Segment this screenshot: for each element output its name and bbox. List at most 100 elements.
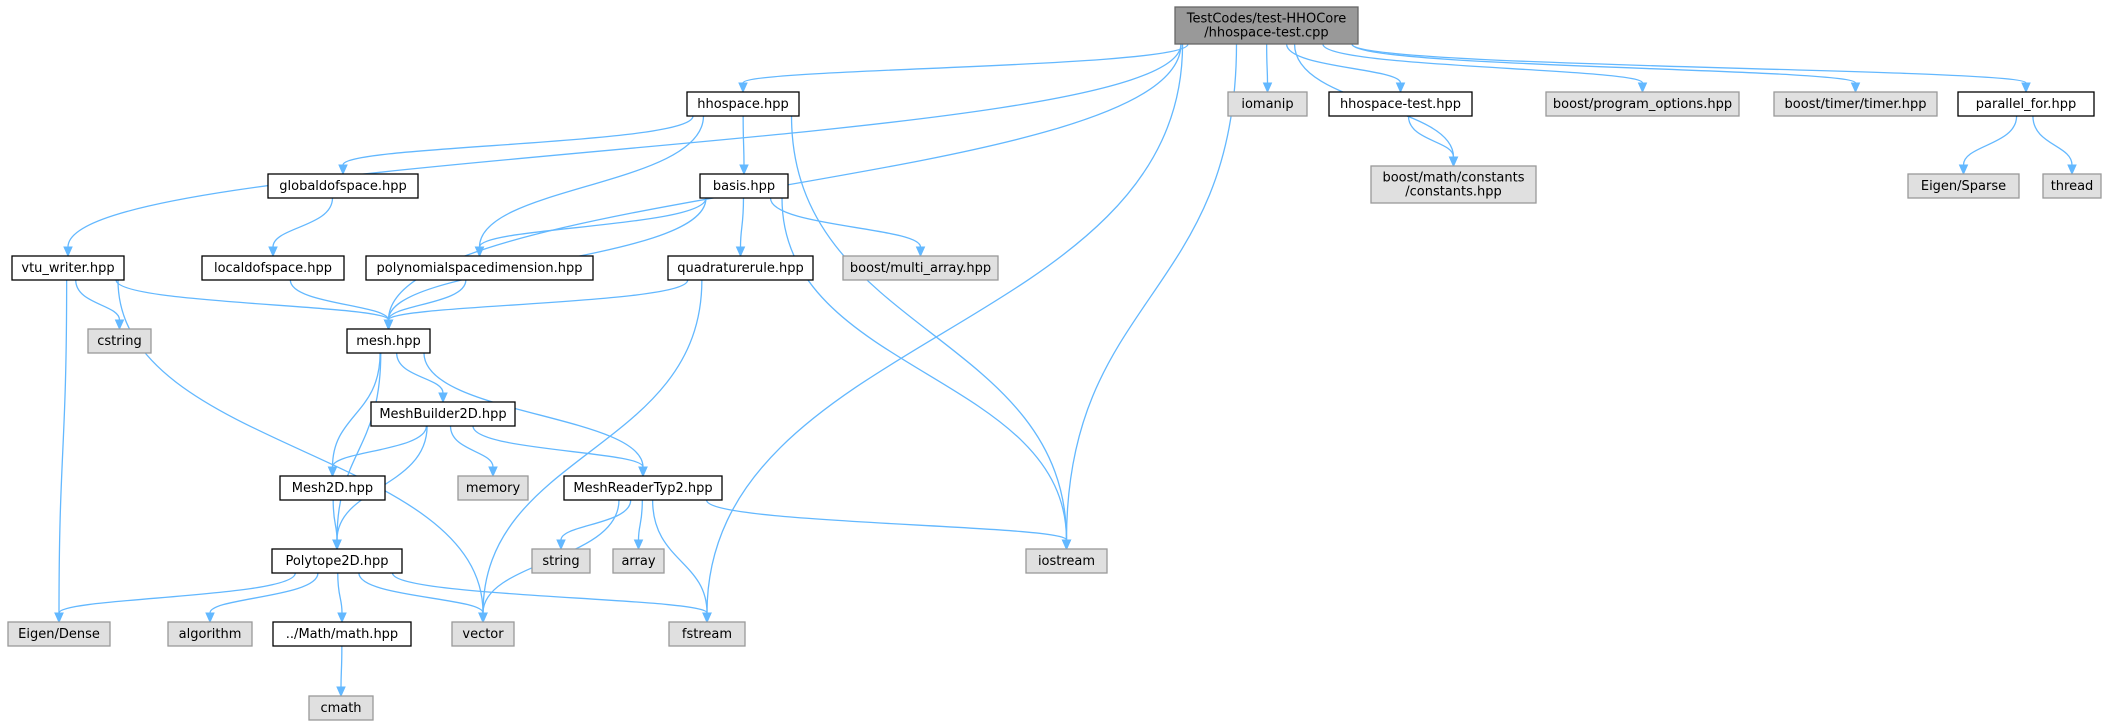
node-cmath: cmath (308, 695, 374, 721)
node-label: cmath (320, 701, 361, 716)
node-label: quadraturerule.hpp (677, 261, 803, 276)
edge-line (289, 279, 390, 321)
node-label: cstring (97, 334, 141, 349)
node-box (531, 548, 591, 574)
node-mathhpp[interactable]: ../Math/math.hpp (272, 621, 412, 647)
arrowhead (2067, 164, 2077, 176)
node-box (1174, 6, 1359, 45)
node-label: vtu_writer.hpp (21, 261, 114, 276)
node-label: parallel_for.hpp (1976, 97, 2076, 112)
edge-line (331, 352, 381, 468)
edge-line (423, 352, 644, 468)
edge-hhospace_test-to-boost_constants (1407, 115, 1459, 168)
node-label: boost/multi_array.hpp (850, 261, 991, 276)
node-thread: thread (2042, 173, 2102, 199)
node-label: MeshReaderTyp2.hpp (573, 481, 712, 496)
node-meshreader[interactable]: MeshReaderTyp2.hpp (563, 475, 723, 501)
edge-vtu_writer-to-eigen_dense (54, 279, 68, 624)
edge-globaldofspace-to-localdofspace (268, 197, 334, 258)
node-label: /hhospace-test.cpp (1204, 26, 1328, 41)
edge-line (739, 197, 745, 248)
node-string: string (531, 548, 591, 574)
edge-polytope-to-fstream (391, 572, 712, 624)
edge-line (337, 572, 343, 614)
node-label: memory (466, 481, 521, 496)
arrowhead (702, 612, 712, 624)
node-box (1907, 173, 2020, 199)
edge-line (560, 499, 632, 541)
edge-line (391, 572, 708, 614)
edge-polytope-to-mathhpp (337, 572, 347, 624)
node-polytope[interactable]: Polytope2D.hpp (271, 548, 403, 574)
edge-line (705, 499, 1068, 541)
node-quadrule[interactable]: quadraturerule.hpp (667, 255, 814, 281)
arrowhead (438, 392, 448, 404)
node-box (1227, 91, 1308, 117)
node-box (279, 475, 386, 501)
arrowhead (633, 539, 644, 551)
edge-line (637, 499, 643, 541)
edge-parallel_for-to-thread (2032, 115, 2077, 176)
edge-line (58, 279, 68, 614)
edge-quadrule-to-mesh (383, 279, 689, 331)
arrowhead (1637, 82, 1648, 94)
edge-parallel_for-to-eigen_sparse (1958, 115, 2018, 176)
node-parallel-for[interactable]: parallel_for.hpp (1957, 91, 2095, 117)
edge-line (387, 279, 689, 321)
arrowhead (1850, 82, 1861, 94)
arrowhead (738, 82, 748, 94)
edge-line (706, 43, 1184, 614)
node-multi-array: boost/multi_array.hpp (842, 255, 999, 281)
node-box (201, 255, 345, 281)
node-box (11, 255, 125, 281)
node-label: array (621, 554, 655, 569)
arrowhead (488, 466, 498, 478)
arrowhead (2021, 82, 2031, 94)
edge-root-to-hhospace (738, 43, 1189, 94)
node-label: TestCodes/test-HHOCore (1186, 12, 1347, 27)
node-box (87, 328, 152, 354)
edge-hhospace-to-polyspacedim (474, 115, 705, 258)
node-vtu-writer[interactable]: vtu_writer.hpp (11, 255, 125, 281)
node-box (1957, 91, 2095, 117)
edge-line (331, 425, 428, 468)
edge-line (358, 572, 484, 614)
node-hhospace[interactable]: hhospace.hpp (686, 91, 800, 117)
node-boost-constants: boost/math/constants/constants.hpp (1370, 165, 1537, 204)
node-box (1545, 91, 1740, 117)
node-hhospace-test[interactable]: hhospace-test.hpp (1328, 91, 1473, 117)
node-vector: vector (451, 621, 515, 647)
node-box (370, 401, 516, 427)
node-box (686, 91, 800, 117)
node-box (1025, 548, 1108, 574)
node-meshbuilder[interactable]: MeshBuilder2D.hpp (370, 401, 516, 427)
edge-polytope-to-eigen_dense (54, 572, 296, 624)
edge-basis-to-quadrule (735, 197, 746, 258)
node-root[interactable]: TestCodes/test-HHOCore/hhospace-test.cpp (1174, 6, 1359, 45)
node-box (451, 621, 515, 647)
node-cstring: cstring (87, 328, 152, 354)
edge-root-to-hhospace_test (1285, 43, 1406, 94)
edge-line (332, 499, 338, 541)
node-box (842, 255, 999, 281)
node-box (7, 621, 111, 647)
node-mesh[interactable]: mesh.hpp (346, 328, 431, 354)
node-box (267, 173, 419, 199)
node-box (667, 255, 814, 281)
arrowhead (1262, 82, 1273, 94)
node-label: Eigen/Sparse (1921, 179, 2006, 194)
edge-meshreader-to-array (633, 499, 644, 551)
node-basis[interactable]: basis.hpp (699, 173, 789, 199)
arrowhead (327, 466, 338, 478)
node-mesh2d[interactable]: Mesh2D.hpp (279, 475, 386, 501)
edge-line (651, 499, 708, 614)
edge-basis-to-multi_array (769, 197, 926, 258)
node-label: fstream (682, 627, 732, 642)
node-iostream: iostream (1025, 548, 1108, 574)
node-globaldofspace[interactable]: globaldofspace.hpp (267, 173, 419, 199)
node-polyspacedim[interactable]: polynomialspacedimension.hpp (365, 255, 594, 281)
node-localdofspace[interactable]: localdofspace.hpp (201, 255, 345, 281)
edge-root-to-boost_timer (1351, 43, 1861, 94)
arrowhead (1958, 164, 1969, 176)
